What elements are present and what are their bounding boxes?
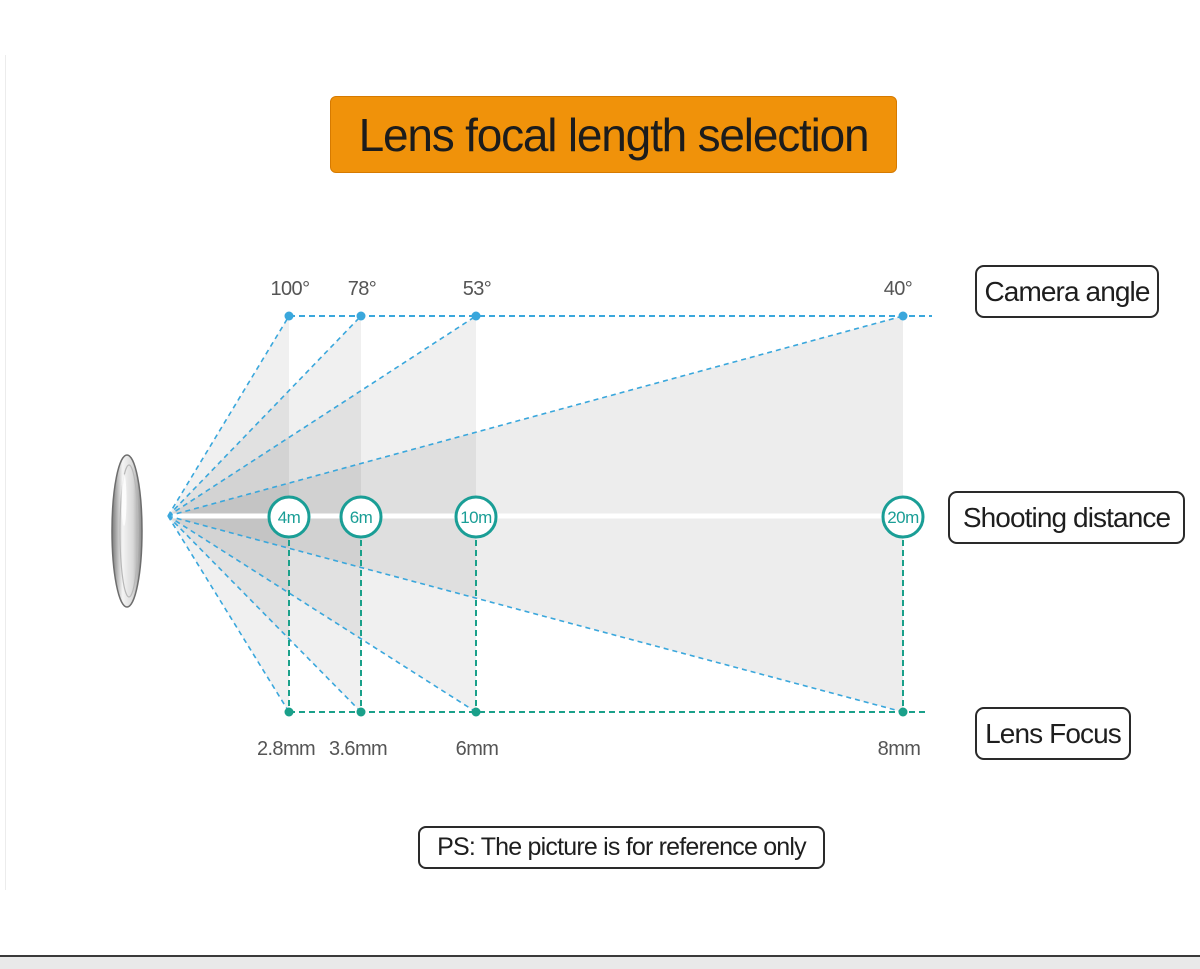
angle-label: 40° — [884, 278, 912, 300]
focus-label: 2.8mm — [257, 738, 315, 760]
reference-note-text: PS: The picture is for reference only — [437, 833, 807, 861]
angle-dots — [284, 311, 908, 321]
shooting-distance-text: Shooting distance — [962, 501, 1171, 533]
focus-label: 8mm — [878, 738, 921, 760]
distance-marker-ring — [267, 495, 311, 539]
distance-marker-ring — [339, 495, 383, 539]
angle-label: 78° — [348, 278, 376, 300]
angle-labels: 100° 78° 53° 40° — [271, 278, 913, 300]
angle-dot — [356, 311, 366, 321]
left-divider — [5, 55, 6, 890]
angle-dot — [898, 311, 908, 321]
focus-dot — [898, 707, 908, 717]
angle-dot — [471, 311, 481, 321]
camera-angle-text: Camera angle — [984, 275, 1150, 307]
focus-dot — [471, 707, 481, 717]
ray-lines — [167, 315, 904, 713]
lens-focus-text: Lens Focus — [985, 717, 1122, 749]
distance-label: 20m — [887, 508, 919, 527]
distance-marker-ring — [454, 495, 498, 539]
distance-markers: 4m 6m 10m 20m — [267, 495, 925, 539]
focus-label: 6mm — [456, 738, 499, 760]
angle-label: 53° — [463, 278, 491, 300]
focus-label: 3.6mm — [329, 738, 387, 760]
angle-dot — [284, 311, 294, 321]
focus-dots — [284, 707, 908, 717]
focus-drop-lines — [288, 540, 904, 712]
camera-lens-icon — [111, 454, 143, 608]
page-title: Lens focal length selection — [358, 108, 870, 161]
title-banner: Lens focal length selection — [330, 96, 897, 173]
focus-dot — [356, 707, 366, 717]
distance-label: 4m — [278, 508, 301, 527]
shooting-distance-label: Shooting distance — [948, 491, 1185, 544]
lens-focus-label: Lens Focus — [975, 707, 1131, 760]
focus-labels: 2.8mm 3.6mm 6mm 8mm — [257, 738, 921, 760]
bottom-border — [0, 955, 1200, 969]
distance-label: 10m — [460, 508, 492, 527]
distance-label: 6m — [350, 508, 373, 527]
camera-angle-label: Camera angle — [975, 265, 1159, 318]
reference-note: PS: The picture is for reference only — [418, 826, 825, 869]
angle-label: 100° — [271, 278, 310, 300]
distance-marker-ring — [881, 495, 925, 539]
focus-dot — [284, 707, 294, 717]
